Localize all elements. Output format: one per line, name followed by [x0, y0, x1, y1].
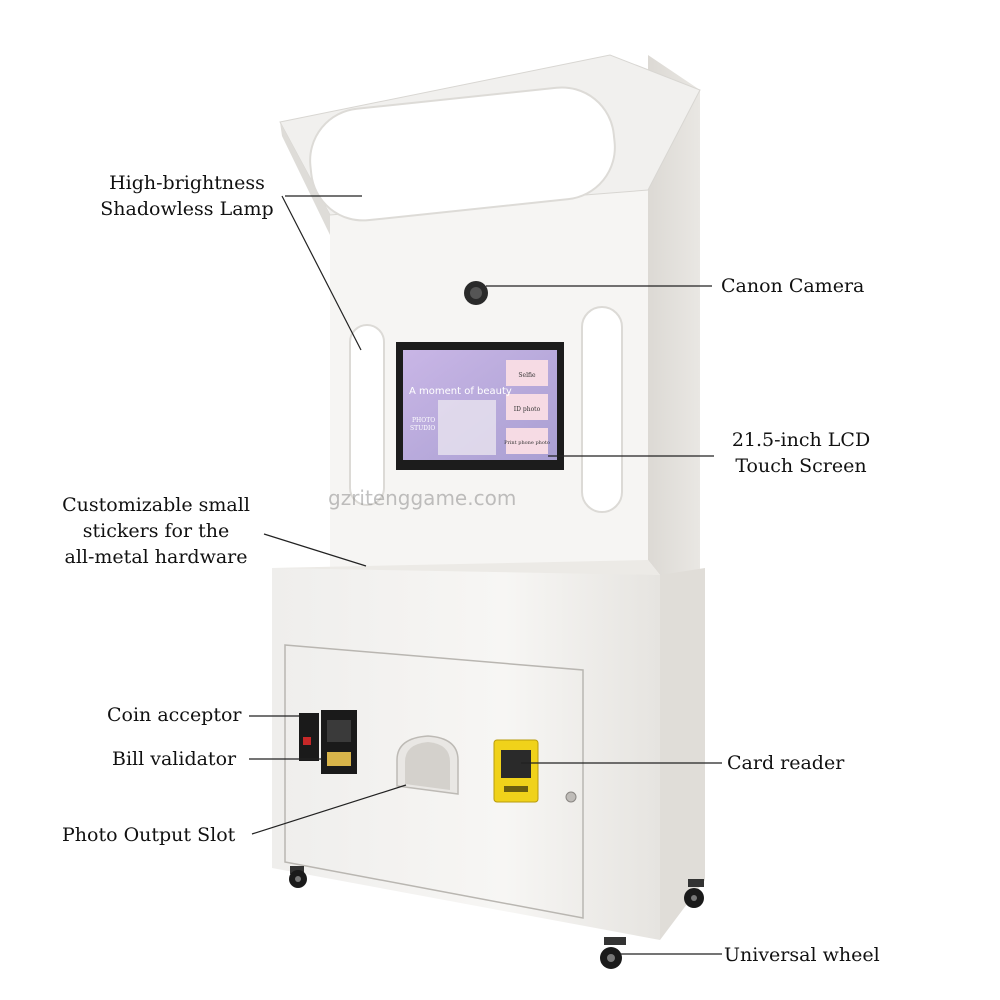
label-lamp-line-1: High-brightness: [109, 172, 265, 194]
coin-acceptor-red-button: [303, 737, 311, 745]
card-reader-slot: [504, 786, 528, 792]
canopy-underside: [280, 122, 330, 235]
label-universal-wheel: Universal wheel: [724, 944, 880, 966]
screen-studio-line-2: STUDIO: [410, 425, 435, 432]
watermark-text: gzritenggame.com: [328, 486, 517, 510]
wheel-front-left: [289, 866, 307, 888]
cabinet-side: [660, 568, 705, 940]
label-coin-acceptor: Coin acceptor: [107, 704, 242, 726]
label-stickers-line-1: Customizable small: [62, 494, 250, 516]
label-stickers: Customizable small stickers for the all-…: [50, 492, 262, 570]
leader-stickers: [263, 533, 367, 567]
cabinet-front: [272, 568, 660, 940]
label-bill-validator: Bill validator: [112, 748, 237, 770]
screen-button-id-photo: [506, 394, 548, 420]
photo-output-slot-opening: [405, 742, 450, 790]
screen-headline: A moment of beauty: [409, 386, 512, 397]
screen-button-id-label[interactable]: ID photo: [514, 406, 541, 413]
lamp-light-panel: [309, 86, 616, 222]
label-lamp-line-2: Shadowless Lamp: [100, 198, 274, 220]
screen-button-print-label[interactable]: Print phone photo: [504, 440, 550, 446]
cabinet-door: [284, 644, 584, 919]
screen-button-selfie-label[interactable]: Selfie: [518, 372, 536, 379]
screen-button-print: [506, 428, 548, 454]
label-stickers-line-2: stickers for the: [82, 520, 230, 542]
label-card-reader: Card reader: [727, 752, 845, 774]
wheel-front-right: [600, 937, 626, 969]
leader-lamp-side: [281, 195, 362, 351]
bill-validator-accent: [327, 752, 351, 766]
cabinet-lock: [565, 791, 577, 803]
camera-lens: [470, 287, 482, 299]
label-lamp: High-brightness Shadowless Lamp: [92, 170, 282, 222]
leader-lines: [249, 195, 722, 955]
card-reader-display: [501, 750, 531, 778]
bill-validator-slot: [327, 720, 351, 742]
wheel-back-right: [684, 879, 704, 908]
right-side-lamp: [581, 306, 623, 513]
label-screen: 21.5-inch LCD Touch Screen: [718, 427, 884, 479]
screen-button-selfie: [506, 360, 548, 386]
label-screen-line-1: 21.5-inch LCD: [731, 429, 871, 451]
label-screen-line-2: Touch Screen: [735, 455, 867, 477]
leader-photo-slot: [251, 784, 407, 835]
label-photo-output-slot: Photo Output Slot: [62, 824, 236, 846]
label-stickers-line-3: all-metal hardware: [64, 546, 248, 568]
left-side-lamp: [349, 324, 385, 506]
label-camera: Canon Camera: [721, 275, 865, 297]
screen-studio-line-1: PHOTO: [412, 417, 435, 424]
screen-photos-area: [438, 400, 496, 455]
